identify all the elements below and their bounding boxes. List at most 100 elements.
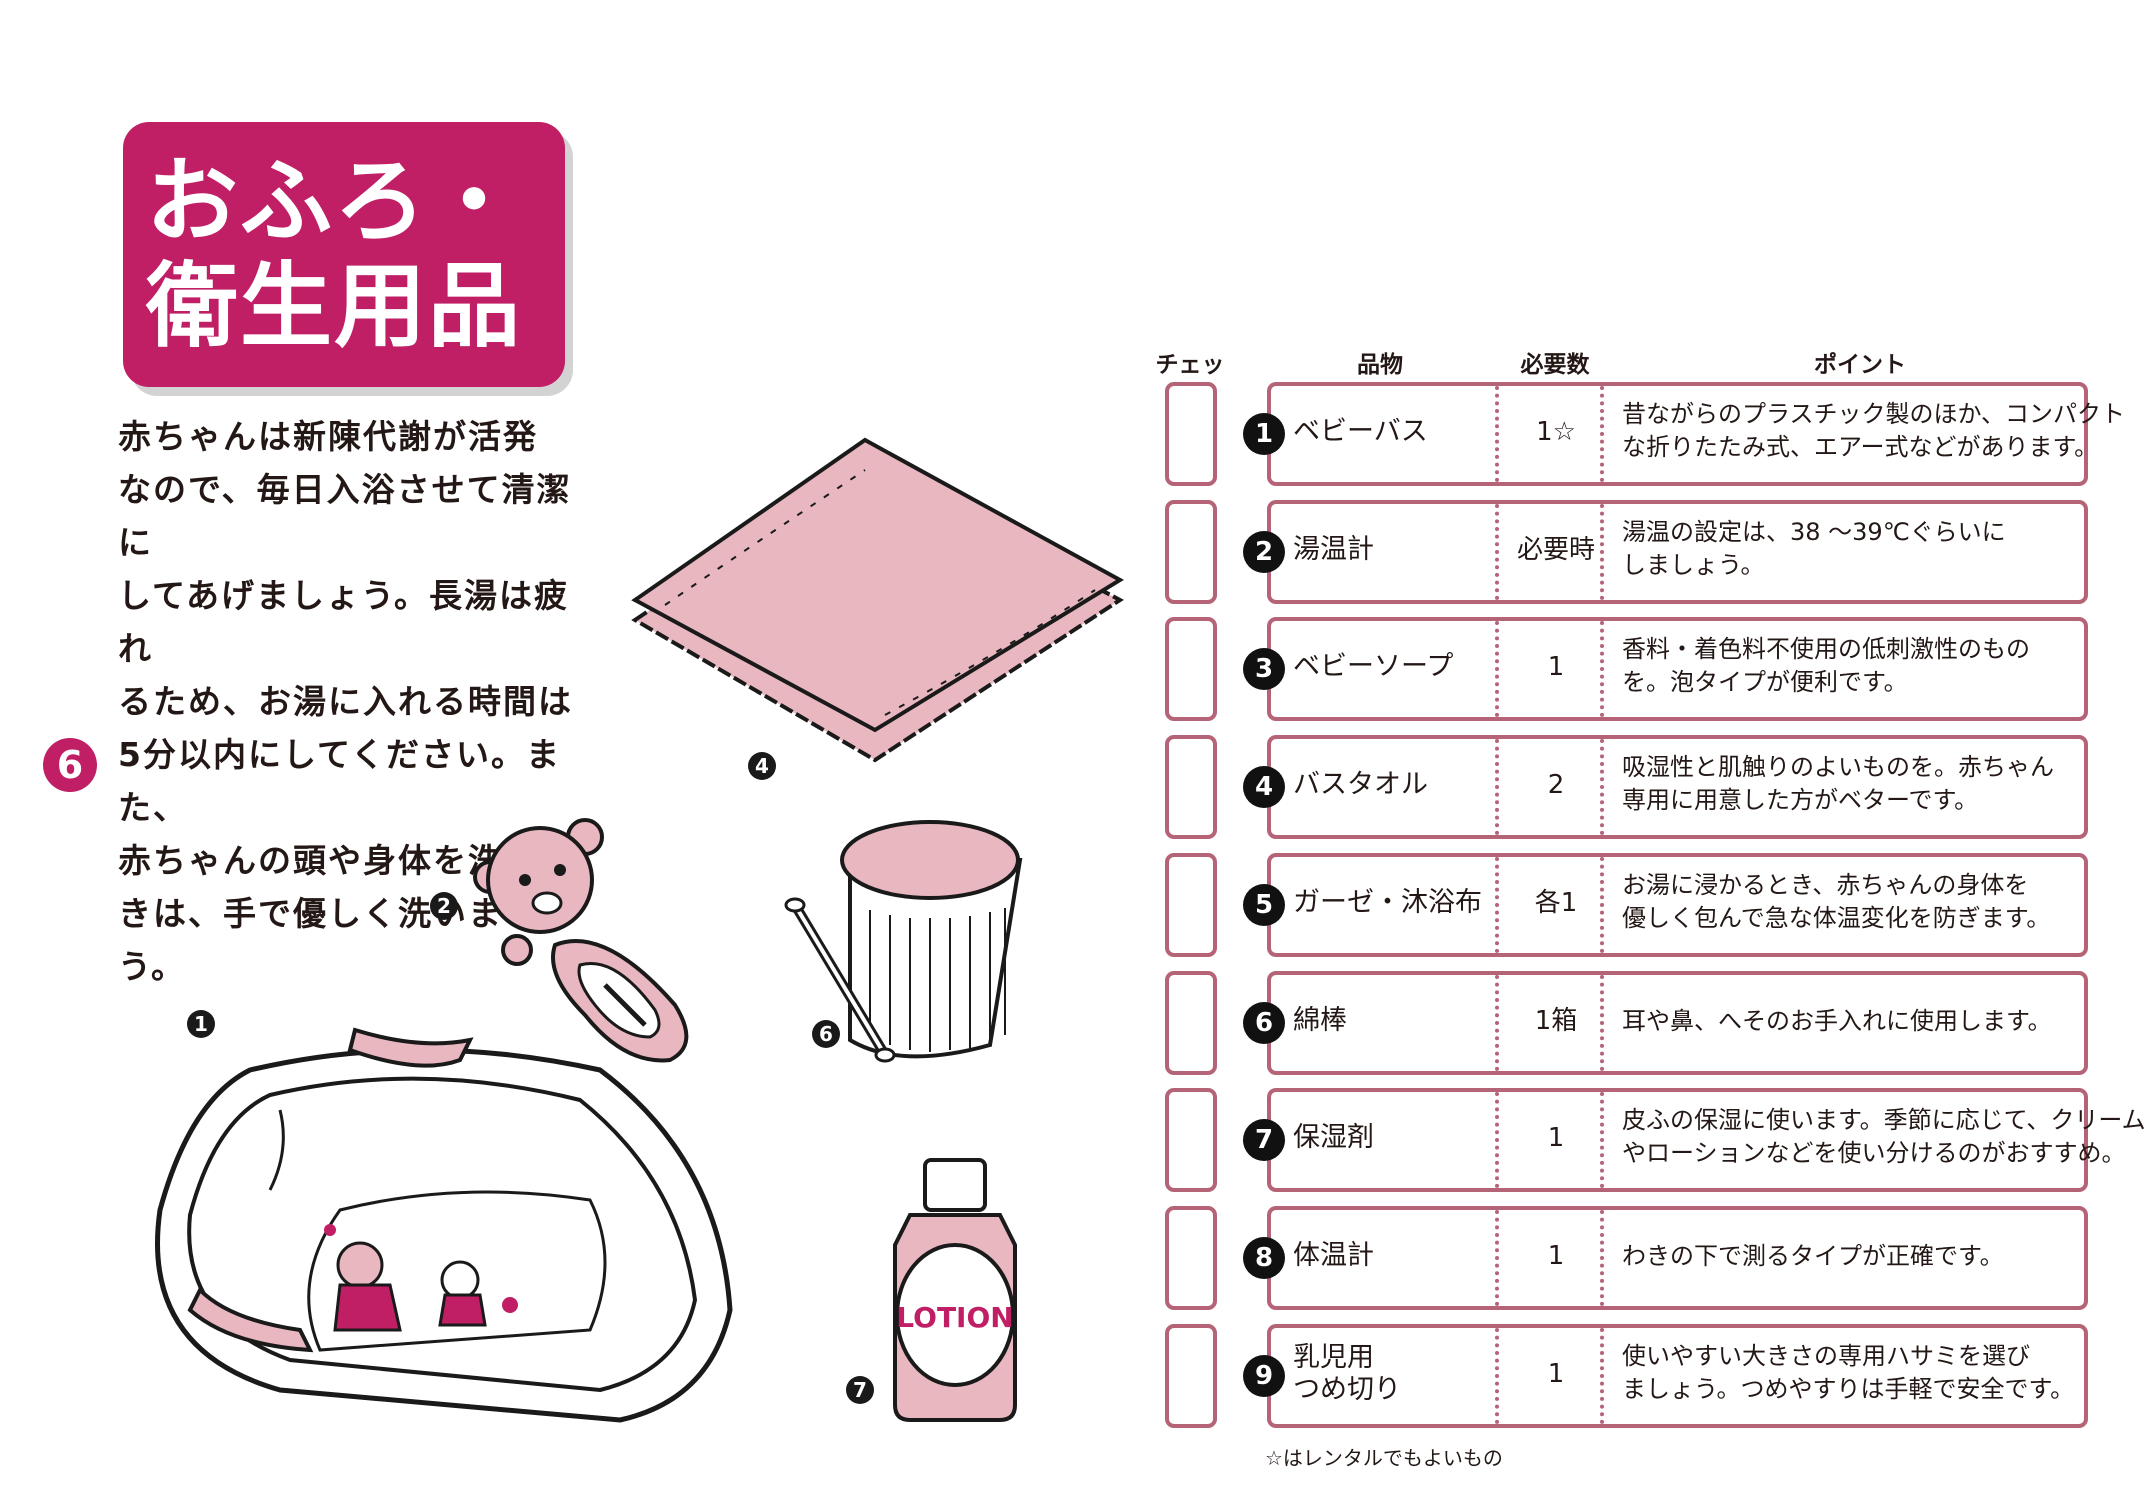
- cotton-swab-container-illustration: [784, 820, 1023, 1063]
- check-box[interactable]: [1165, 1206, 1217, 1310]
- row-point-line: やローションなどを使い分けるのがおすすめ。: [1622, 1139, 2126, 1167]
- row-divider: [1600, 739, 1604, 835]
- row-point-line: 皮ふの保湿に使います。季節に応じて、クリーム: [1622, 1106, 2146, 1134]
- row-divider: [1495, 975, 1499, 1071]
- row-point-text: 耳や鼻、へそのお手入れに使用します。: [1622, 1005, 2077, 1038]
- row-point-text: 昔ながらのプラスチック製のほか、コンパクトな折りたたみ式、エアー式などがあります…: [1622, 398, 2126, 464]
- row-point-text: 香料・着色料不使用の低刺激性のものを。泡タイプが便利です。: [1622, 633, 2077, 699]
- row-number-badge: 2: [1243, 531, 1285, 573]
- row-number-badge: 6: [1243, 1002, 1285, 1044]
- row-quantity: 1箱: [1534, 1006, 1578, 1036]
- row-quantity: 1☆: [1536, 417, 1576, 447]
- row-number-badge: 8: [1243, 1237, 1285, 1279]
- baby-bath-illustration: [155, 1027, 733, 1423]
- table-row: [1267, 1206, 2088, 1310]
- row-divider: [1495, 621, 1499, 717]
- row-point-line: ましょう。つめやすりは手軽で安全です。: [1622, 1375, 2075, 1403]
- table-row: [1267, 500, 2088, 604]
- row-divider: [1495, 1092, 1499, 1188]
- row-divider: [1600, 504, 1604, 600]
- row-quantity: 1: [1547, 1123, 1565, 1153]
- row-quantity: 1: [1547, 1241, 1565, 1271]
- check-box[interactable]: [1165, 1088, 1217, 1192]
- table-row: [1267, 735, 2088, 839]
- row-divider: [1600, 1328, 1604, 1424]
- row-number-badge: 7: [1243, 1119, 1285, 1161]
- table-row: [1267, 617, 2088, 721]
- check-box[interactable]: [1165, 735, 1217, 839]
- lotion-bottle-illustration: LOTION: [893, 1158, 1017, 1422]
- page-number: 6: [43, 738, 97, 792]
- row-point-line: 湯温の設定は、38 ～39℃ぐらいに: [1622, 518, 2006, 546]
- row-point-text: 使いやすい大きさの専用ハサミを選びましょう。つめやすりは手軽で安全です。: [1622, 1340, 2077, 1406]
- row-divider: [1600, 1092, 1604, 1188]
- title-line-2: 衛生用品: [145, 253, 522, 360]
- row-item-name: バスタオル: [1293, 769, 1428, 800]
- row-point-line: 昔ながらのプラスチック製のほか、コンパクト: [1622, 400, 2126, 428]
- check-box[interactable]: [1165, 382, 1217, 486]
- row-item-name: 綿棒: [1293, 1005, 1347, 1036]
- row-point-line: を。泡タイプが便利です。: [1622, 668, 1908, 696]
- illustration-badge-6: 6: [812, 1020, 840, 1048]
- row-point-line: しましょう。: [1622, 551, 1765, 579]
- row-divider: [1495, 857, 1499, 953]
- intro-line: してあげましょう。長湯は疲れ: [118, 576, 570, 668]
- table-row: [1267, 853, 2088, 957]
- row-divider: [1495, 1210, 1499, 1306]
- table-row: [1267, 382, 2088, 486]
- row-divider: [1600, 1210, 1604, 1306]
- row-point-line: 使いやすい大きさの専用ハサミを選び: [1622, 1342, 2030, 1370]
- row-number-badge: 3: [1243, 648, 1285, 690]
- row-item-name: ベビーソープ: [1293, 651, 1454, 682]
- check-box[interactable]: [1165, 853, 1217, 957]
- row-number-badge: 4: [1243, 766, 1285, 808]
- table-row: [1267, 1088, 2088, 1192]
- row-point-text: 吸湿性と肌触りのよいものを。赤ちゃん専用に用意した方がベターです。: [1622, 751, 2077, 817]
- footnote: ☆はレンタルでもよいもの: [1265, 1446, 1503, 1470]
- row-point-text: 湯温の設定は、38 ～39℃ぐらいにしましょう。: [1622, 516, 2077, 582]
- row-divider: [1495, 386, 1499, 482]
- row-point-line: な折りたたみ式、エアー式などがあります。: [1622, 433, 2099, 461]
- row-point-text: お湯に浸かるとき、赤ちゃんの身体を優しく包んで急な体温変化を防ぎます。: [1622, 869, 2077, 935]
- check-box[interactable]: [1165, 617, 1217, 721]
- row-point-text: わきの下で測るタイプが正確です。: [1622, 1240, 2077, 1273]
- table-row: [1267, 1324, 2088, 1428]
- header-qty: 必要数: [1520, 352, 1590, 378]
- row-point-line: わきの下で測るタイプが正確です。: [1622, 1242, 2004, 1270]
- check-box[interactable]: [1165, 971, 1217, 1075]
- intro-line: なので、毎日入浴させて清潔に: [118, 470, 572, 562]
- title-block: おふろ・ 衛生用品: [123, 122, 565, 387]
- illustration-badge-1: 1: [187, 1010, 215, 1038]
- intro-text: 赤ちゃんは新陳代謝が活発 なので、毎日入浴させて清潔に してあげましょう。長湯は…: [118, 410, 598, 993]
- row-point-text: 皮ふの保湿に使います。季節に応じて、クリームやローションなどを使い分けるのがおす…: [1622, 1104, 2146, 1170]
- row-divider: [1600, 975, 1604, 1071]
- row-point-line: 香料・着色料不使用の低刺激性のもの: [1622, 635, 2030, 663]
- header-point: ポイント: [1814, 352, 1906, 378]
- row-number-badge: 9: [1243, 1355, 1285, 1397]
- row-point-line: 専用に用意した方がベターです。: [1622, 786, 1979, 814]
- check-box[interactable]: [1165, 500, 1217, 604]
- row-quantity: 2: [1547, 770, 1565, 800]
- header-item: 品物: [1357, 352, 1403, 378]
- row-point-line: 耳や鼻、へそのお手入れに使用します。: [1622, 1007, 2052, 1035]
- row-quantity: 1: [1547, 1359, 1565, 1389]
- intro-line: るため、お湯に入れる時間は: [118, 682, 573, 721]
- row-number-badge: 1: [1243, 413, 1285, 455]
- row-point-line: 吸湿性と肌触りのよいものを。赤ちゃん: [1622, 753, 2054, 781]
- illustration-badge-4: 4: [748, 752, 776, 780]
- bath-towel-illustration: [631, 437, 1124, 763]
- row-quantity: 必要時: [1516, 535, 1595, 565]
- row-item-name: 乳児用つめ切り: [1293, 1342, 1401, 1405]
- intro-line: 赤ちゃんは新陳代謝が活発: [118, 417, 538, 456]
- bear-thermometer-illustration: [473, 818, 689, 1063]
- row-item-name: 体温計: [1293, 1240, 1374, 1271]
- illustration-badge-2: 2: [430, 892, 458, 920]
- row-quantity: 1: [1547, 652, 1565, 682]
- row-divider: [1600, 621, 1604, 717]
- check-box[interactable]: [1165, 1324, 1217, 1428]
- row-item-name: 保湿剤: [1293, 1122, 1374, 1153]
- row-item-name: 湯温計: [1293, 534, 1374, 565]
- intro-line: 5分以内にしてください。また、: [118, 735, 561, 827]
- row-divider: [1495, 739, 1499, 835]
- row-number-badge: 5: [1243, 884, 1285, 926]
